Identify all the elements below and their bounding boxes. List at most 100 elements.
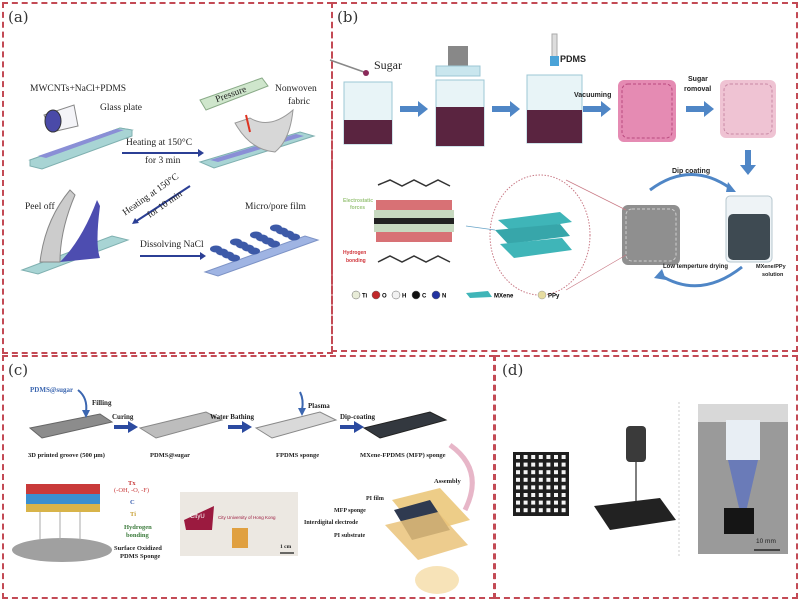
- lattice-hole: [523, 485, 528, 490]
- panel-b-label: (b): [337, 8, 359, 26]
- lattice-cube: [513, 452, 569, 516]
- pore-bump: [250, 231, 262, 239]
- porous-cube-2: [720, 80, 776, 138]
- lattice-hole: [554, 477, 558, 482]
- sugar-needle: [329, 59, 365, 73]
- label-drying: Low temperture drying: [663, 264, 729, 270]
- container-2: [435, 46, 485, 147]
- label-pi-film: PI film: [366, 496, 384, 502]
- label-vacuuming: Vacuuming: [574, 92, 612, 99]
- lattice-hole: [546, 485, 551, 490]
- lattice-hole: [561, 500, 566, 505]
- lattice-hole: [554, 485, 558, 490]
- panel-d-label: (d): [502, 361, 524, 379]
- assembly-exploded: [385, 488, 470, 594]
- lattice-hole: [538, 485, 543, 490]
- lattice-hole: [546, 508, 551, 513]
- legend-atom-n-marker: [431, 290, 441, 300]
- lattice-hole: [546, 493, 551, 497]
- zoom-circle: [489, 174, 591, 296]
- lattice-hole: [546, 462, 551, 467]
- lattice-hole: [546, 455, 551, 459]
- caption-fpdms: FPDMS sponge: [276, 452, 320, 459]
- label-hbond-2: bonding: [346, 258, 366, 264]
- label-hb-c1: Hydrogen: [124, 524, 152, 531]
- label-hbond-1: Hydrogen: [343, 250, 367, 256]
- lattice-hole: [531, 477, 536, 482]
- lattice-hole: [523, 500, 528, 505]
- legend-ppy-marker: [537, 290, 547, 300]
- container-3: [526, 33, 583, 144]
- lattice-hole: [523, 462, 528, 467]
- label-solution-2: solution: [762, 272, 784, 278]
- label-peel-off: Peel off: [25, 202, 55, 212]
- lattice-hole: [523, 455, 528, 459]
- porous-cube-1: [618, 80, 676, 142]
- label-dip-coating: Dip coating: [672, 168, 711, 175]
- sponge-pdms-sugar: [138, 411, 224, 439]
- lattice-hole: [516, 493, 520, 497]
- mxene-structure: [12, 484, 112, 562]
- lattice-hole: [546, 500, 551, 505]
- container-1: [343, 81, 393, 145]
- printer-nozzle: [594, 426, 676, 530]
- label-plasma: Plasma: [308, 402, 330, 410]
- label-mix: MWCNTs+NaCl+PDMS: [30, 84, 127, 94]
- lattice-hole: [531, 462, 536, 467]
- label-water-bathing: Water Bathing: [210, 413, 255, 421]
- lattice-hole: [554, 455, 558, 459]
- label-assembly: Assembly: [434, 478, 461, 485]
- label-pdms: PDMS: [560, 54, 587, 64]
- pore-bump: [230, 238, 242, 246]
- arrow-b-down: [740, 150, 756, 175]
- lattice-hole: [531, 455, 536, 459]
- solution-beaker: [725, 195, 773, 263]
- arc-drying: [659, 265, 743, 288]
- sensor-photo: [180, 492, 298, 556]
- legend-atom-o-marker: [371, 290, 381, 300]
- lattice-hole: [538, 462, 543, 467]
- mxene-sheets: [498, 212, 572, 232]
- label-solution-1: MXene/PPy: [756, 264, 786, 270]
- label-c-atom: C: [130, 499, 135, 506]
- label-electrostatic-2: forces: [350, 205, 366, 211]
- lattice-hole: [554, 493, 558, 497]
- micro-pore-film: [203, 224, 320, 277]
- label-curing: Curing: [112, 413, 134, 421]
- label-hb-c2: bonding: [126, 532, 149, 539]
- legend-atom-c-marker: [411, 290, 421, 300]
- lattice-hole: [561, 462, 566, 467]
- beaker-icon: [43, 104, 79, 133]
- legend-atom-ti-marker: [351, 290, 361, 300]
- caption-pdms-sugar: PDMS@sugar: [150, 452, 190, 459]
- caption-mfp: MXene-FPDMS (MFP) sponge: [360, 452, 446, 459]
- label-fabric: fabric: [288, 97, 311, 107]
- label-tx-groups: (-OH, -O, -F): [114, 487, 150, 494]
- lattice-hole: [531, 493, 536, 497]
- arrow-b-2: [492, 101, 520, 117]
- glass-plate-1: [28, 127, 134, 170]
- label-glass-plate: Glass plate: [100, 103, 142, 113]
- lattice-hole: [516, 477, 520, 482]
- printing-photo: [698, 404, 788, 554]
- label-scale-10mm: 10 mm: [756, 538, 776, 545]
- sponge-fpdms: [254, 411, 338, 439]
- lattice-hole: [538, 493, 543, 497]
- arrow-b-3: [583, 101, 611, 117]
- lattice-hole: [516, 500, 520, 505]
- arrow-water: [228, 421, 252, 433]
- label-sugar-removal-2: romoval: [684, 86, 712, 93]
- pore-bump: [210, 245, 222, 253]
- lattice-hole: [523, 493, 528, 497]
- label-surface-2: PDMS Sponge: [120, 553, 161, 560]
- lattice-hole: [538, 470, 543, 475]
- pore-bump: [270, 224, 282, 232]
- arrow-b-1: [400, 101, 428, 117]
- label-dissolving: Dissolving NaCl: [140, 240, 204, 250]
